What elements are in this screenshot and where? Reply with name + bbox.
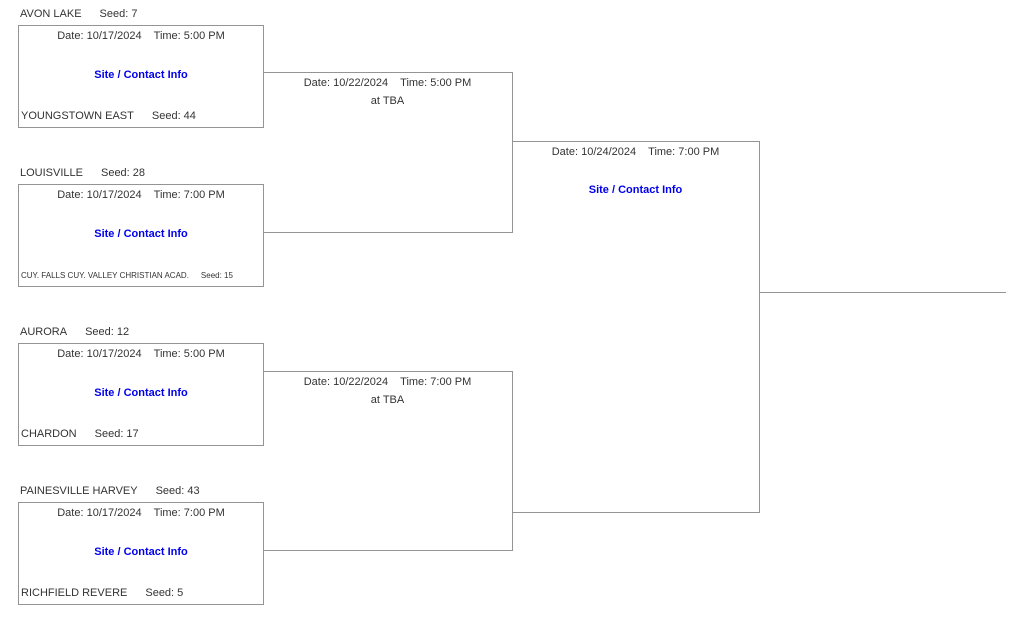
round1-match4-box: Date: 10/17/2024 Time: 7:00 PM Site / Co… bbox=[18, 502, 264, 605]
round1-match3-datetime: Date: 10/17/2024 Time: 5:00 PM bbox=[19, 348, 263, 360]
match-date: Date: 10/17/2024 bbox=[57, 189, 142, 201]
round2-match1-box: Date: 10/22/2024 Time: 5:00 PM at TBA bbox=[263, 72, 513, 233]
winner-line bbox=[759, 292, 1006, 293]
team-name: AURORA bbox=[20, 326, 68, 338]
round2-match2-datetime: Date: 10/22/2024 Time: 7:00 PM bbox=[263, 376, 512, 388]
round1-match4-datetime: Date: 10/17/2024 Time: 7:00 PM bbox=[19, 507, 263, 519]
team-seed: Seed: 17 bbox=[94, 428, 139, 440]
match-date: Date: 10/17/2024 bbox=[57, 507, 142, 519]
round1-match3-team2: CHARDON Seed: 17 bbox=[21, 428, 139, 440]
final-match-site-contact-link[interactable]: Site / Contact Info bbox=[588, 184, 683, 196]
round1-match3-site-contact-link[interactable]: Site / Contact Info bbox=[94, 387, 188, 399]
round2-match1-datetime: Date: 10/22/2024 Time: 5:00 PM bbox=[263, 77, 512, 89]
team-seed: Seed: 15 bbox=[200, 271, 233, 280]
team-seed: Seed: 7 bbox=[99, 8, 138, 20]
round1-match2-team1: LOUISVILLE Seed: 28 bbox=[20, 167, 145, 179]
round2-match1-venue: at TBA bbox=[370, 95, 405, 107]
match-time: Time: 5:00 PM bbox=[153, 348, 225, 360]
round1-match4-team2: RICHFIELD REVERE Seed: 5 bbox=[21, 587, 183, 599]
round1-match2-site-contact-link[interactable]: Site / Contact Info bbox=[94, 228, 188, 240]
team-name: AVON LAKE bbox=[20, 8, 82, 20]
match-time: Time: 5:00 PM bbox=[400, 77, 472, 89]
round2-match2-box: Date: 10/22/2024 Time: 7:00 PM at TBA bbox=[263, 371, 513, 551]
round1-match1-team2: YOUNGSTOWN EAST Seed: 44 bbox=[21, 110, 196, 122]
round1-match3-box: Date: 10/17/2024 Time: 5:00 PM Site / Co… bbox=[18, 343, 264, 446]
round1-match4-site-contact-link[interactable]: Site / Contact Info bbox=[94, 546, 188, 558]
team-name: PAINESVILLE HARVEY bbox=[20, 485, 138, 497]
round1-match2-team2: CUY. FALLS CUY. VALLEY CHRISTIAN ACAD. S… bbox=[21, 271, 233, 280]
match-time: Time: 7:00 PM bbox=[153, 507, 225, 519]
match-date: Date: 10/22/2024 bbox=[303, 376, 389, 388]
team-name: LOUISVILLE bbox=[20, 167, 83, 179]
match-time: Time: 7:00 PM bbox=[153, 189, 225, 201]
team-seed: Seed: 43 bbox=[155, 485, 200, 497]
team-seed: Seed: 28 bbox=[100, 167, 146, 179]
match-date: Date: 10/17/2024 bbox=[57, 348, 142, 360]
final-match-datetime: Date: 10/24/2024 Time: 7:00 PM bbox=[512, 146, 759, 158]
match-date: Date: 10/17/2024 bbox=[57, 30, 142, 42]
team-name: RICHFIELD REVERE bbox=[21, 587, 128, 599]
round1-match1-site-contact-link[interactable]: Site / Contact Info bbox=[94, 69, 188, 81]
round1-match1-box: Date: 10/17/2024 Time: 5:00 PM Site / Co… bbox=[18, 25, 264, 128]
round1-match2-datetime: Date: 10/17/2024 Time: 7:00 PM bbox=[19, 189, 263, 201]
team-seed: Seed: 44 bbox=[151, 110, 196, 122]
round2-match2-venue: at TBA bbox=[370, 394, 405, 406]
match-date: Date: 10/22/2024 bbox=[303, 77, 389, 89]
team-seed: Seed: 5 bbox=[145, 587, 184, 599]
match-time: Time: 5:00 PM bbox=[153, 30, 225, 42]
round1-match4-team1: PAINESVILLE HARVEY Seed: 43 bbox=[20, 485, 200, 497]
final-match-box: Date: 10/24/2024 Time: 7:00 PM Site / Co… bbox=[512, 141, 760, 513]
match-date: Date: 10/24/2024 bbox=[551, 146, 637, 158]
round1-match1-team1: AVON LAKE Seed: 7 bbox=[20, 8, 137, 20]
round1-match2-box: Date: 10/17/2024 Time: 7:00 PM Site / Co… bbox=[18, 184, 264, 287]
round1-match3-team1: AURORA Seed: 12 bbox=[20, 326, 129, 338]
team-name: CHARDON bbox=[21, 428, 77, 440]
round1-match1-datetime: Date: 10/17/2024 Time: 5:00 PM bbox=[19, 30, 263, 42]
team-seed: Seed: 12 bbox=[85, 326, 130, 338]
team-name: YOUNGSTOWN EAST bbox=[21, 110, 134, 122]
match-time: Time: 7:00 PM bbox=[400, 376, 472, 388]
team-name: CUY. FALLS CUY. VALLEY CHRISTIAN ACAD. bbox=[21, 271, 189, 280]
match-time: Time: 7:00 PM bbox=[648, 146, 720, 158]
